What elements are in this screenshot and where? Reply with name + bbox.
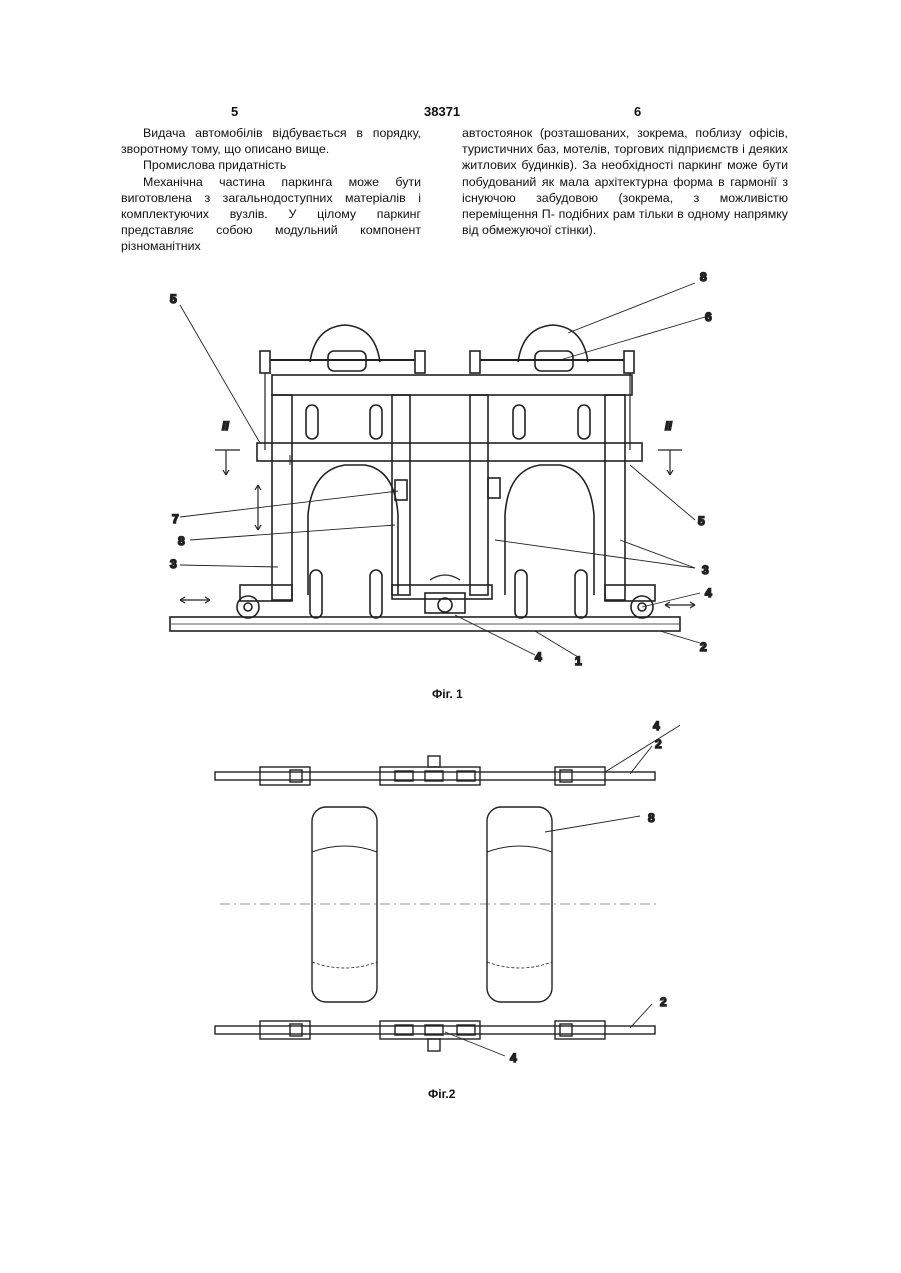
fig2-label-8: 8	[648, 811, 655, 825]
fig1-label-4-right: 4	[705, 586, 712, 600]
right-outer-column	[605, 395, 625, 600]
wheel-upper-3	[513, 405, 525, 439]
left-upper-car	[310, 325, 380, 362]
center-roller	[438, 598, 452, 612]
right-post-cap	[624, 351, 634, 373]
right-text-column: автостоянок (розташованих, зокрема, побл…	[462, 125, 788, 238]
top-rail	[215, 772, 655, 780]
right-upper-car	[518, 325, 588, 362]
fig1-label-4-bottom: 4	[535, 650, 542, 664]
fig2-label-2-bottom: 2	[660, 995, 667, 1009]
fig1-section-left: II	[222, 419, 229, 433]
right-arch-frame	[505, 465, 594, 595]
fig1-label-6: 6	[705, 310, 712, 324]
right-page-number: 6	[634, 104, 641, 119]
fig1-label-5-left: 5	[170, 292, 177, 306]
left-paragraph-1: Видача автомобілів відбувається в порядк…	[121, 125, 421, 157]
wheel-lower-3	[515, 570, 527, 618]
left-text-column: Видача автомобілів відбувається в порядк…	[121, 125, 421, 255]
top-drive-unit	[428, 756, 440, 767]
fig1-label-5-right: 5	[698, 514, 705, 528]
figure-1-front-view: 5 8 6 7 8 3 5 3 4 2 4 1 II II	[160, 265, 720, 685]
fig2-label-4-bottom: 4	[510, 1051, 517, 1065]
center-right-post-cap	[470, 351, 480, 373]
left-paragraph-3: Механічна частина паркинга може бути виг…	[121, 174, 421, 255]
center-left-post-cap	[415, 351, 425, 373]
wheel-lower-1	[310, 570, 322, 618]
fig1-label-8-mid: 8	[178, 534, 185, 548]
figure-1-caption: Фіг. 1	[432, 687, 463, 701]
right-inner-column	[470, 395, 488, 595]
bottom-drive-unit	[428, 1039, 440, 1051]
fig1-label-3-left: 3	[170, 557, 177, 571]
fig1-label-2: 2	[700, 640, 707, 654]
wheel-upper-4	[578, 405, 590, 439]
wheel-lower-2	[370, 570, 382, 618]
figure-2-caption: Фіг.2	[428, 1087, 455, 1101]
left-page-number: 5	[231, 104, 238, 119]
fig1-label-8-top: 8	[700, 270, 707, 284]
wheel-lower-4	[575, 570, 587, 618]
right-base-beam	[605, 585, 655, 601]
wheel-upper-1	[306, 405, 318, 439]
left-paragraph-2: Промислова придатність	[121, 157, 421, 173]
fig2-label-4-top: 4	[653, 719, 660, 733]
fig1-label-1: 1	[575, 654, 582, 668]
right-wheel-plan	[487, 807, 552, 1002]
top-beam	[272, 375, 632, 395]
left-wheel-plan	[312, 807, 377, 1002]
fig1-label-7: 7	[172, 512, 179, 526]
center-drive-unit	[425, 593, 465, 613]
left-outer-column	[272, 395, 292, 600]
wheel-upper-2	[370, 405, 382, 439]
right-paragraph-1: автостоянок (розташованих, зокрема, побл…	[462, 125, 788, 238]
fig2-label-2-top: 2	[655, 737, 662, 751]
bottom-rail	[215, 1026, 655, 1034]
upper-platform	[257, 443, 642, 461]
fig1-label-3-right: 3	[702, 563, 709, 577]
center-base-beam	[392, 585, 492, 599]
left-post-cap	[260, 351, 270, 373]
left-base-beam	[240, 585, 292, 601]
patent-number: 38371	[424, 104, 460, 119]
latch-left	[395, 480, 407, 500]
fig1-section-right: II	[665, 419, 672, 433]
left-roller	[237, 596, 259, 618]
figure-2-plan-view: 4 2 8 2 4	[200, 712, 680, 1087]
latch-right	[488, 478, 500, 498]
